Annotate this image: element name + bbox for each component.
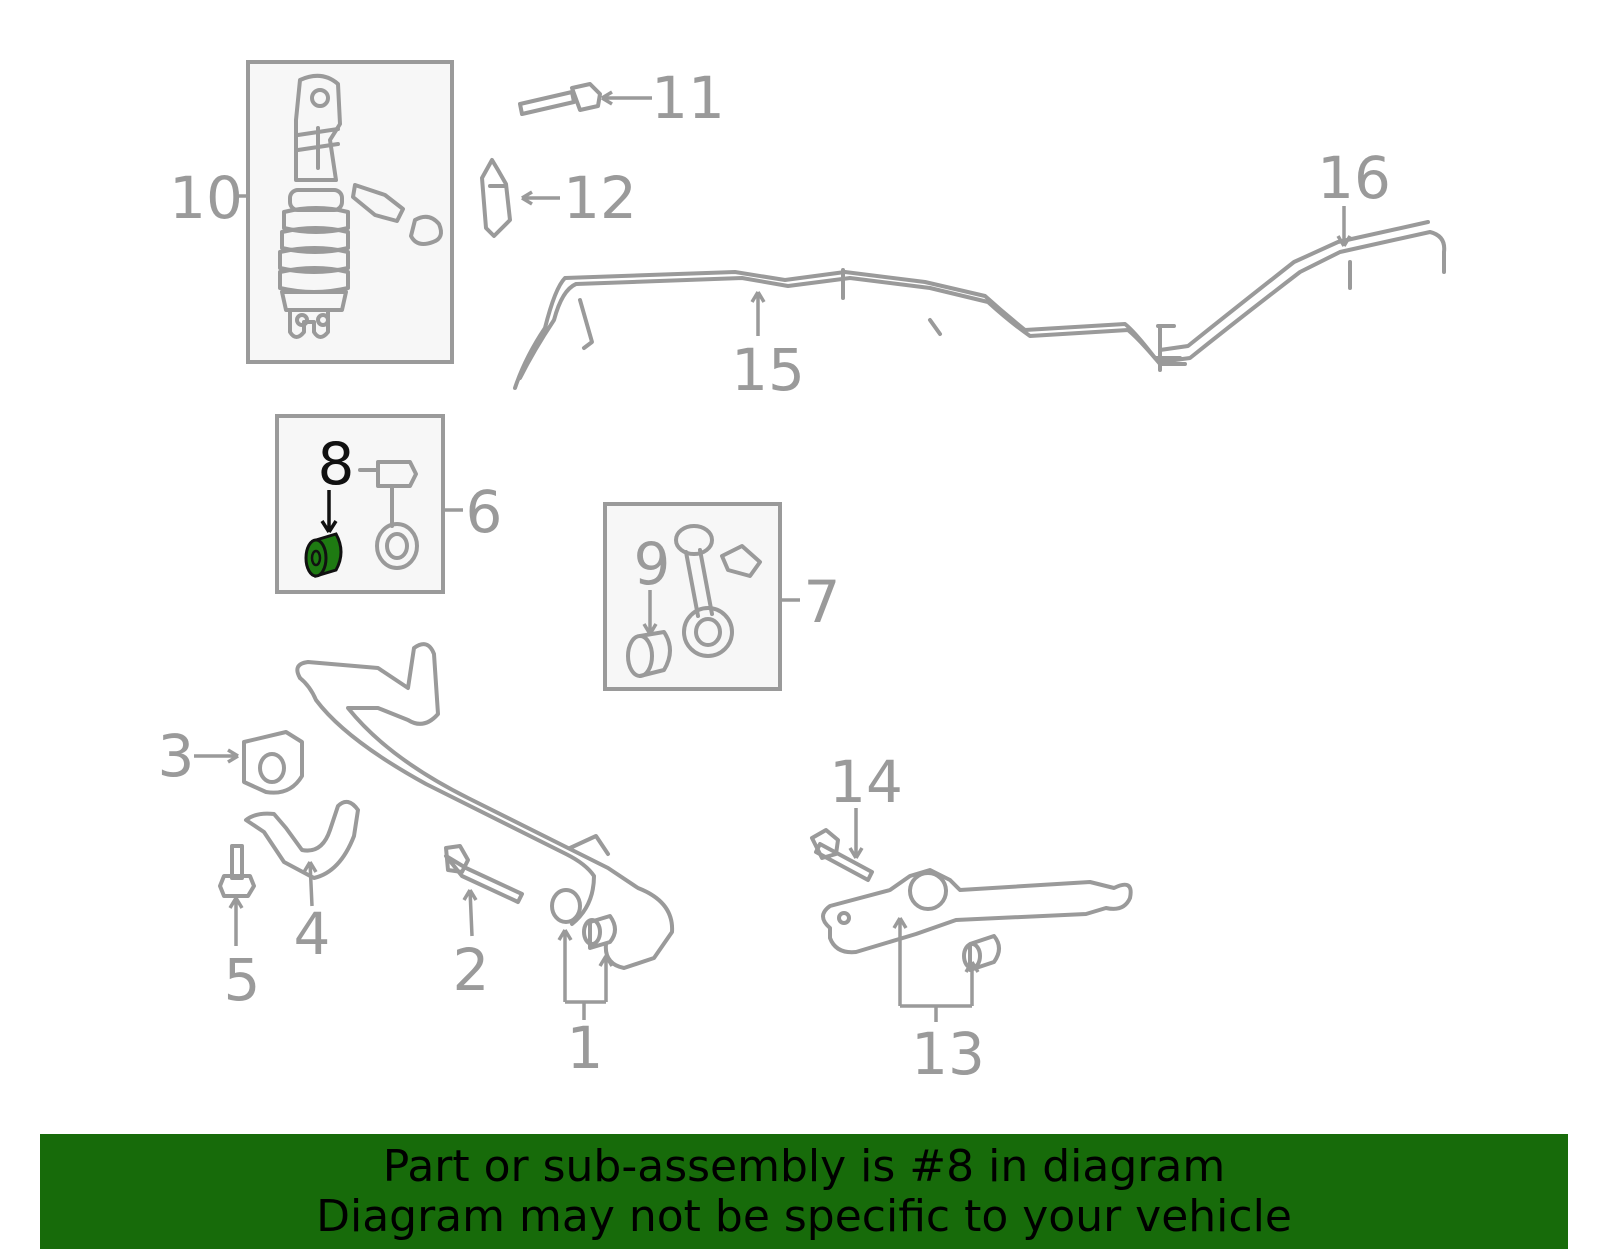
hydraulic-line-part-15[interactable] xyxy=(513,268,1187,390)
banner-line-2: Diagram may not be specific to your vehi… xyxy=(316,1191,1292,1242)
control-arm-part-13[interactable] xyxy=(821,868,1133,972)
callout-7[interactable]: 7 xyxy=(804,568,841,636)
callout-labels: 1 2 3 4 5 6 7 8 9 10 11 12 13 14 15 16 xyxy=(158,64,1391,1088)
bolt-part-2[interactable] xyxy=(444,844,524,904)
callout-11[interactable]: 11 xyxy=(651,64,725,132)
strut-assembly-group[interactable] xyxy=(246,60,454,364)
leader-lines xyxy=(194,90,1352,1022)
stabilizer-link-part-7 xyxy=(674,524,762,658)
bracket-part-12[interactable] xyxy=(480,158,512,238)
bushing-part-9 xyxy=(626,630,672,678)
callout-3[interactable]: 3 xyxy=(158,722,195,790)
callout-5[interactable]: 5 xyxy=(224,946,261,1014)
callout-13[interactable]: 13 xyxy=(911,1020,985,1088)
callout-10[interactable]: 10 xyxy=(169,164,243,232)
callout-6[interactable]: 6 xyxy=(466,478,503,546)
callout-12[interactable]: 12 xyxy=(563,164,637,232)
callout-14[interactable]: 14 xyxy=(829,748,903,816)
bolt-part-14[interactable] xyxy=(810,828,874,882)
banner-line-1: Part or sub-assembly is #8 in diagram xyxy=(382,1141,1226,1192)
callout-9[interactable]: 9 xyxy=(634,530,671,598)
stabilizer-link-group-7[interactable] xyxy=(603,502,782,691)
callout-2[interactable]: 2 xyxy=(453,936,490,1004)
bolt-part-11[interactable] xyxy=(518,82,602,116)
stabilizer-link-group-6[interactable] xyxy=(275,414,445,594)
stabilizer-link-part xyxy=(358,460,419,570)
callout-8-active[interactable]: 8 xyxy=(318,430,355,498)
bushing-part-8-highlighted[interactable] xyxy=(304,532,343,579)
bolt-part-5[interactable] xyxy=(218,844,256,898)
callout-4[interactable]: 4 xyxy=(294,900,331,968)
callout-16[interactable]: 16 xyxy=(1317,144,1391,212)
info-banner: Part or sub-assembly is #8 in diagram Di… xyxy=(40,1134,1568,1249)
stabilizer-bar-part-1[interactable] xyxy=(295,642,675,970)
bushing-bracket-part-4[interactable] xyxy=(244,799,360,880)
stabilizer-bushing-part-3[interactable] xyxy=(242,730,304,795)
callout-1[interactable]: 1 xyxy=(567,1014,604,1082)
callout-15[interactable]: 15 xyxy=(731,336,805,404)
hydraulic-line-part-16[interactable] xyxy=(1156,220,1447,372)
link-kit-box xyxy=(275,414,445,594)
air-strut-part xyxy=(278,73,443,339)
